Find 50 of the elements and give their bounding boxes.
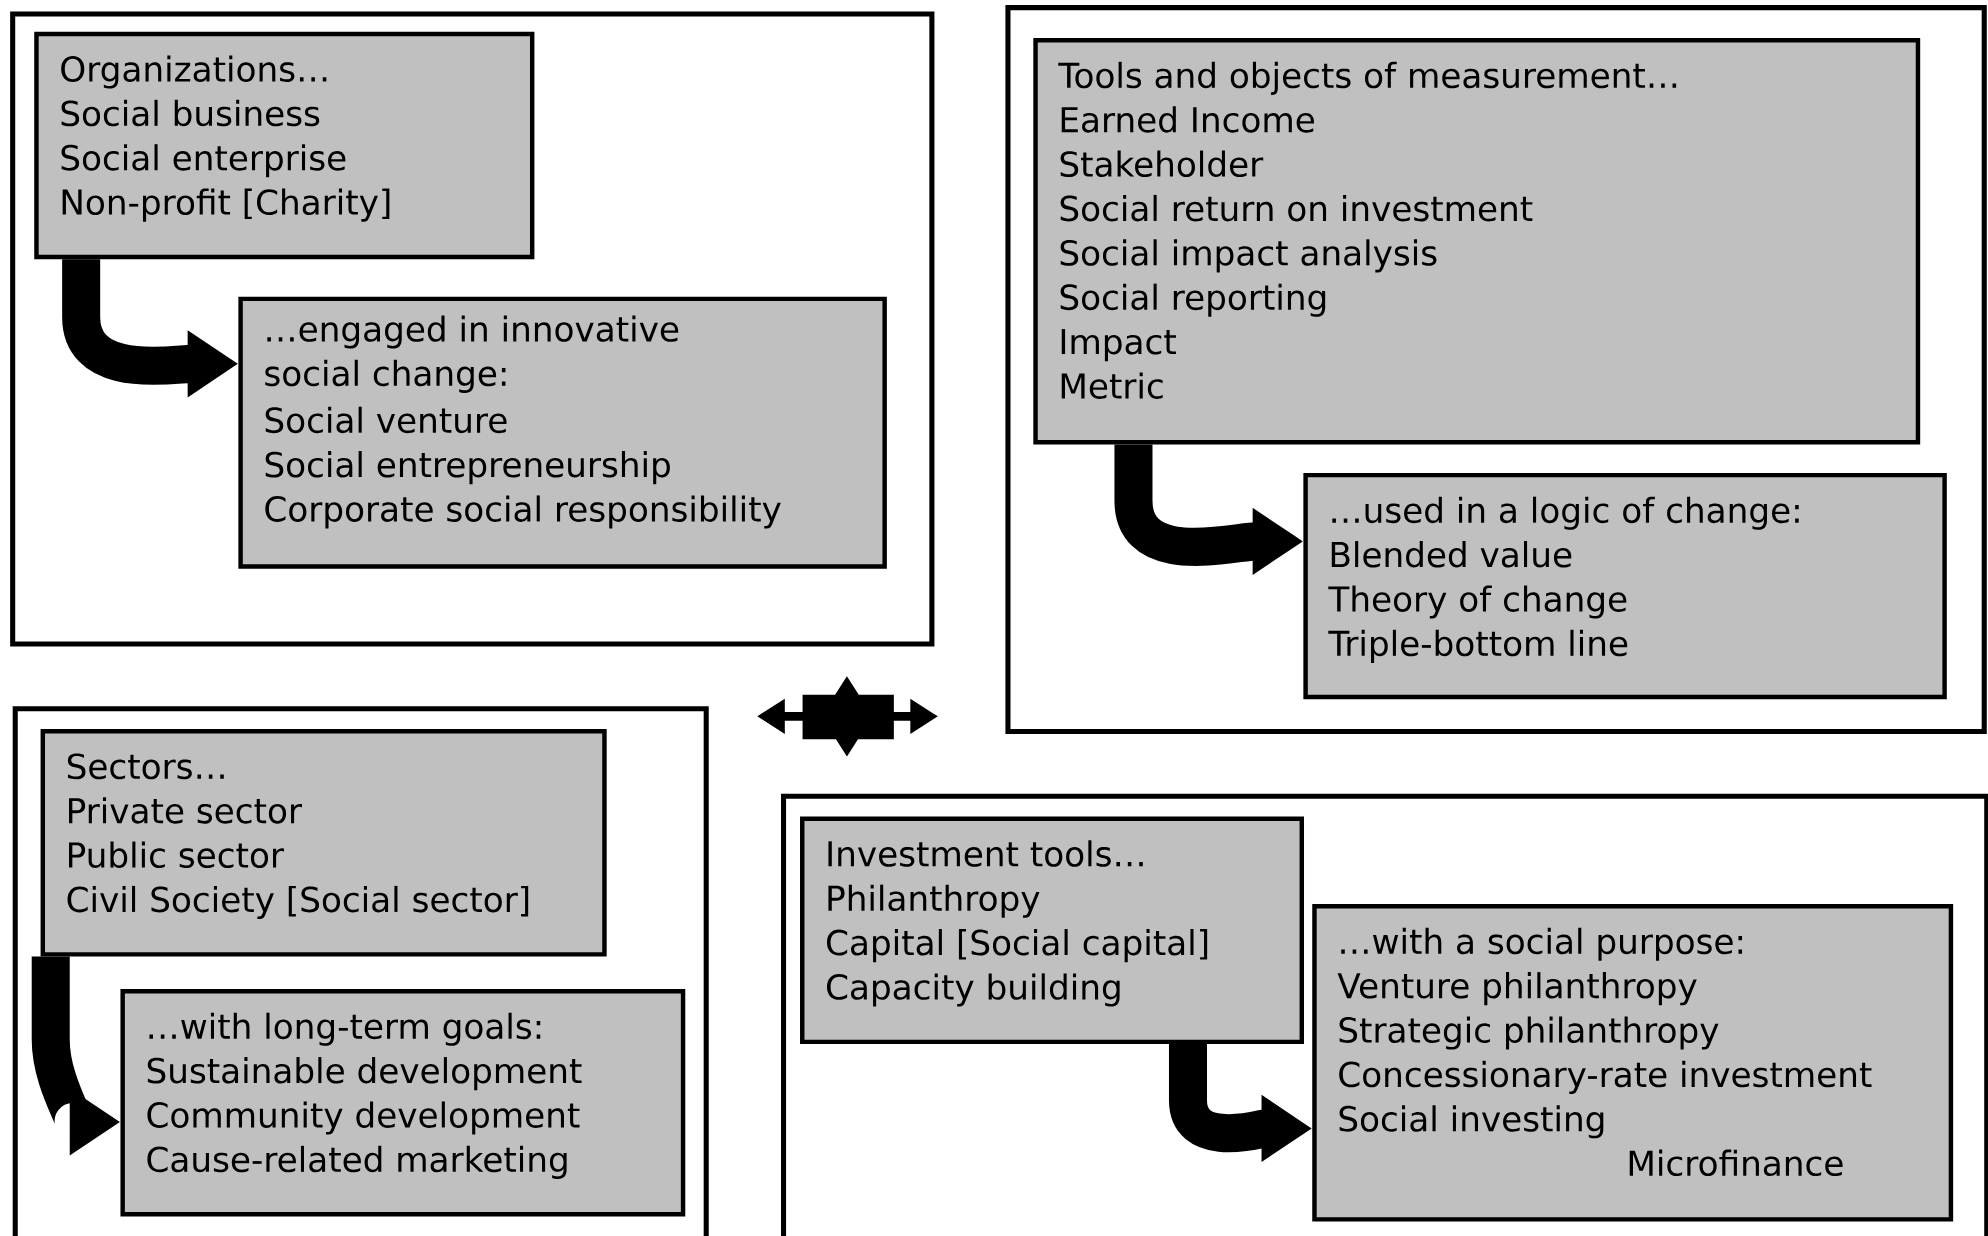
list-item: Social reporting bbox=[1060, 283, 1326, 317]
list-item: Triple-bottom line bbox=[1328, 629, 1628, 663]
frame bbox=[10, 11, 935, 647]
text-box bbox=[1303, 472, 1947, 700]
list-item: Social enterprise bbox=[61, 144, 346, 178]
list-item: Blended value bbox=[1331, 540, 1572, 568]
list-item: Cause-related marketing bbox=[147, 1145, 567, 1179]
list-item: Social return on investment bbox=[1060, 194, 1533, 222]
list-item: Private sector bbox=[69, 797, 302, 824]
box-heading: Sectors… bbox=[67, 753, 224, 780]
box-heading: …used in a logic of change: bbox=[1332, 496, 1799, 530]
list-item: Theory of change bbox=[1328, 585, 1627, 619]
list-item: Social venture bbox=[265, 406, 507, 434]
text-box bbox=[1033, 37, 1921, 445]
box-heading: Organizations… bbox=[61, 55, 327, 89]
list-item: Concessionary-rate investment bbox=[1339, 1060, 1872, 1094]
list-item: Corporate social responsibility bbox=[265, 495, 781, 529]
list-item: Impact bbox=[1061, 329, 1176, 362]
list-item: Social investing bbox=[1339, 1105, 1604, 1139]
text-box bbox=[238, 296, 887, 569]
list-item: Metric bbox=[1061, 372, 1163, 399]
list-item: Public sector bbox=[69, 841, 284, 868]
list-item: Capacity building bbox=[827, 973, 1120, 1007]
list-item: Venture philanthropy bbox=[1337, 972, 1697, 1006]
text-box bbox=[34, 31, 535, 260]
text-box bbox=[120, 988, 686, 1217]
box-heading: …with long-term goals: bbox=[149, 1012, 541, 1046]
list-item: Social entrepreneurship bbox=[265, 450, 670, 485]
box-heading: Investment tools… bbox=[828, 840, 1143, 867]
list-item: Strategic philanthropy bbox=[1339, 1016, 1719, 1050]
list-item: Earned Income bbox=[1061, 106, 1314, 133]
list-item: Sustainable development bbox=[147, 1057, 582, 1091]
box-heading: Tools and objects of measurement… bbox=[1058, 61, 1677, 95]
list-item: Community development bbox=[147, 1101, 580, 1135]
frame bbox=[1005, 5, 1987, 734]
box-heading: …with a social purpose: bbox=[1341, 927, 1743, 961]
frame bbox=[12, 706, 709, 1236]
box-heading: …engaged in innovative social change: bbox=[265, 315, 679, 393]
list-item: Social business bbox=[61, 99, 320, 127]
list-item: Non-profit [Charity] bbox=[62, 188, 390, 222]
frame bbox=[781, 793, 1988, 1236]
list-item: Stakeholder bbox=[1060, 150, 1264, 177]
list-item: Civil Society [Social sector] bbox=[67, 885, 529, 919]
list-item: Philanthropy bbox=[828, 884, 1040, 918]
text-box bbox=[40, 728, 607, 957]
list-item: Social impact analysis bbox=[1060, 239, 1437, 273]
list-item: Microfinance bbox=[1629, 1149, 1843, 1177]
list-item: Capital [Social capital] bbox=[827, 928, 1208, 963]
text-box bbox=[800, 816, 1304, 1044]
text-box bbox=[1312, 903, 1954, 1222]
